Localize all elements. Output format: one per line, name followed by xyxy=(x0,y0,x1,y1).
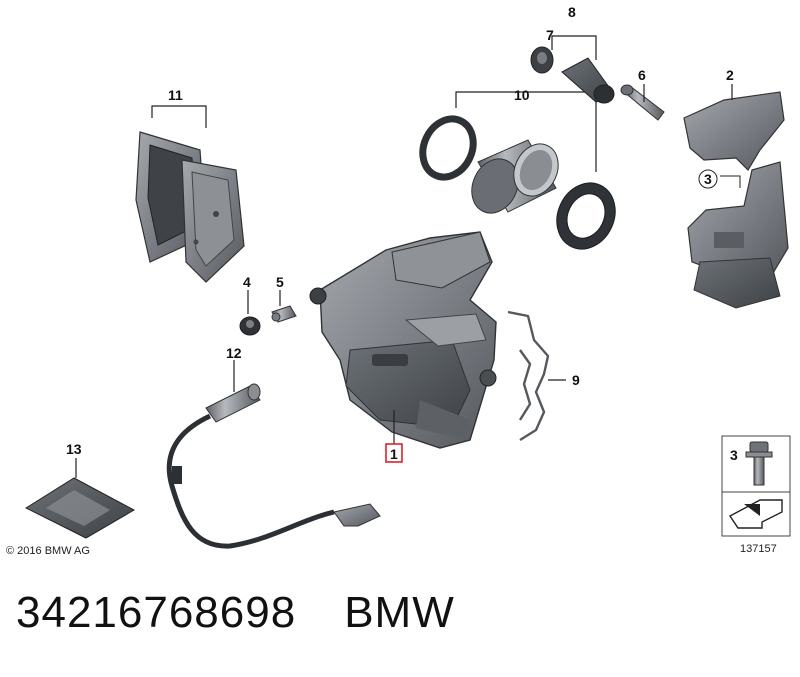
callout-2: 2 xyxy=(726,67,734,83)
callout-1: 1 xyxy=(390,446,398,462)
part-number: 34216768698 xyxy=(16,588,297,637)
callout-13: 13 xyxy=(66,441,82,457)
bleeder-cap xyxy=(239,316,261,336)
leader-line-3 xyxy=(720,175,741,188)
arrow-icon xyxy=(728,499,783,529)
callout-3: 3 xyxy=(704,171,712,187)
guide-pin xyxy=(620,84,665,121)
callout-6: 6 xyxy=(638,67,646,83)
callout-3-circle xyxy=(698,169,718,189)
grease-packet xyxy=(24,477,136,539)
legend-box: 3 xyxy=(721,435,791,537)
callout-5: 5 xyxy=(276,274,284,290)
callout-10: 10 xyxy=(514,87,530,103)
caliper-housing xyxy=(309,231,497,449)
brand-name: BMW xyxy=(344,588,455,637)
brake-wear-sensor xyxy=(166,383,381,549)
anti-rattle-spring xyxy=(507,310,550,442)
callout-11: 11 xyxy=(168,87,183,103)
piston-kit xyxy=(419,115,616,250)
diagram-id: 137157 xyxy=(740,543,777,555)
callout-7: 7 xyxy=(546,27,554,43)
callout-4: 4 xyxy=(243,274,251,290)
bolt-icon xyxy=(745,441,773,486)
callout-12: 12 xyxy=(226,345,242,361)
callout-8: 8 xyxy=(568,4,576,20)
leader-line-10 xyxy=(455,91,597,172)
leader-line-11 xyxy=(151,105,207,128)
legend-item-number: 3 xyxy=(730,447,738,463)
copyright-text: © 2016 BMW AG xyxy=(6,545,90,557)
callout-1-highlight xyxy=(385,443,403,463)
bleeder-screw xyxy=(271,305,297,323)
callout-9: 9 xyxy=(572,372,580,388)
brake-pad-set xyxy=(135,131,245,283)
caliper-carrier xyxy=(683,91,789,309)
leader-line-8 xyxy=(551,35,597,60)
guide-bolt-boot xyxy=(530,46,615,104)
part-caption: 34216768698 BMW xyxy=(16,588,455,638)
